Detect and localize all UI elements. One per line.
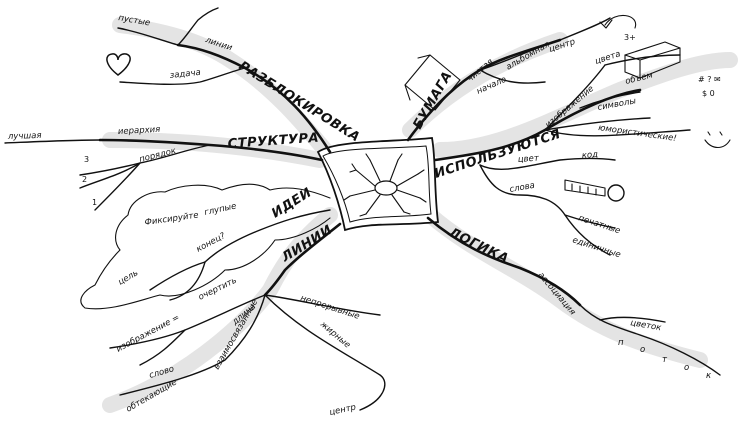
number-2: 2 xyxy=(82,175,87,184)
silly-label: глупые xyxy=(204,201,238,218)
number-3: 3 xyxy=(84,155,89,164)
words-label: слова xyxy=(509,181,536,195)
hierarchy-label: иерархия xyxy=(118,125,161,137)
number-1: 1 xyxy=(92,198,97,207)
center-label-lines: центр xyxy=(329,403,357,418)
symbols-row-2: $ 0 xyxy=(702,89,715,98)
symbols-row-1: # ? ✉ xyxy=(698,75,721,84)
col-label: цвет xyxy=(518,153,541,165)
outline-label: очертить xyxy=(197,276,239,303)
flow-letter-4: о xyxy=(684,363,689,373)
flow-letter-5: к xyxy=(706,371,712,381)
printed-label: печатные xyxy=(577,213,621,236)
logic-label: ЛОГИКА xyxy=(445,225,511,267)
single-label: единичные xyxy=(571,235,622,260)
bold-label: жирные xyxy=(317,319,352,350)
continuous-label: непрерывные xyxy=(299,293,361,322)
structure-label: СТРУКТУРА xyxy=(227,131,319,152)
branch-paper: БУМАГА чистая альбомная начало центр 3+ xyxy=(404,15,637,142)
flow-letter-1: п xyxy=(618,338,624,348)
central-image xyxy=(316,137,440,232)
flow-letter-2: о xyxy=(640,345,645,355)
best-label: лучшая xyxy=(7,131,42,142)
code-label: код xyxy=(582,150,599,161)
paper-sheet-icon xyxy=(404,54,461,111)
arrow-icon xyxy=(604,15,637,29)
key-icon xyxy=(564,179,625,202)
branch-structure: СТРУКТУРА иерархия лучшая порядок 3 2 1 xyxy=(4,125,324,211)
smiley-icon xyxy=(704,131,731,149)
paper-sheet-fold xyxy=(404,54,431,101)
flow-letter-3: т xyxy=(662,355,668,365)
3d-box-icon xyxy=(624,41,681,79)
end-label: конец? xyxy=(195,231,228,255)
image-eq-label: изображение = xyxy=(115,313,182,355)
arrow-head-icon xyxy=(599,19,613,29)
goal-label: цель xyxy=(117,268,141,287)
task-label: задача xyxy=(169,68,201,81)
capture-label: Фиксируйте xyxy=(144,211,199,228)
heart-icon xyxy=(106,53,131,76)
humorous-label: юмористические! xyxy=(598,123,678,144)
three-plus-label: 3+ xyxy=(624,33,636,42)
ideas-label: ИДЕИ xyxy=(269,185,314,221)
